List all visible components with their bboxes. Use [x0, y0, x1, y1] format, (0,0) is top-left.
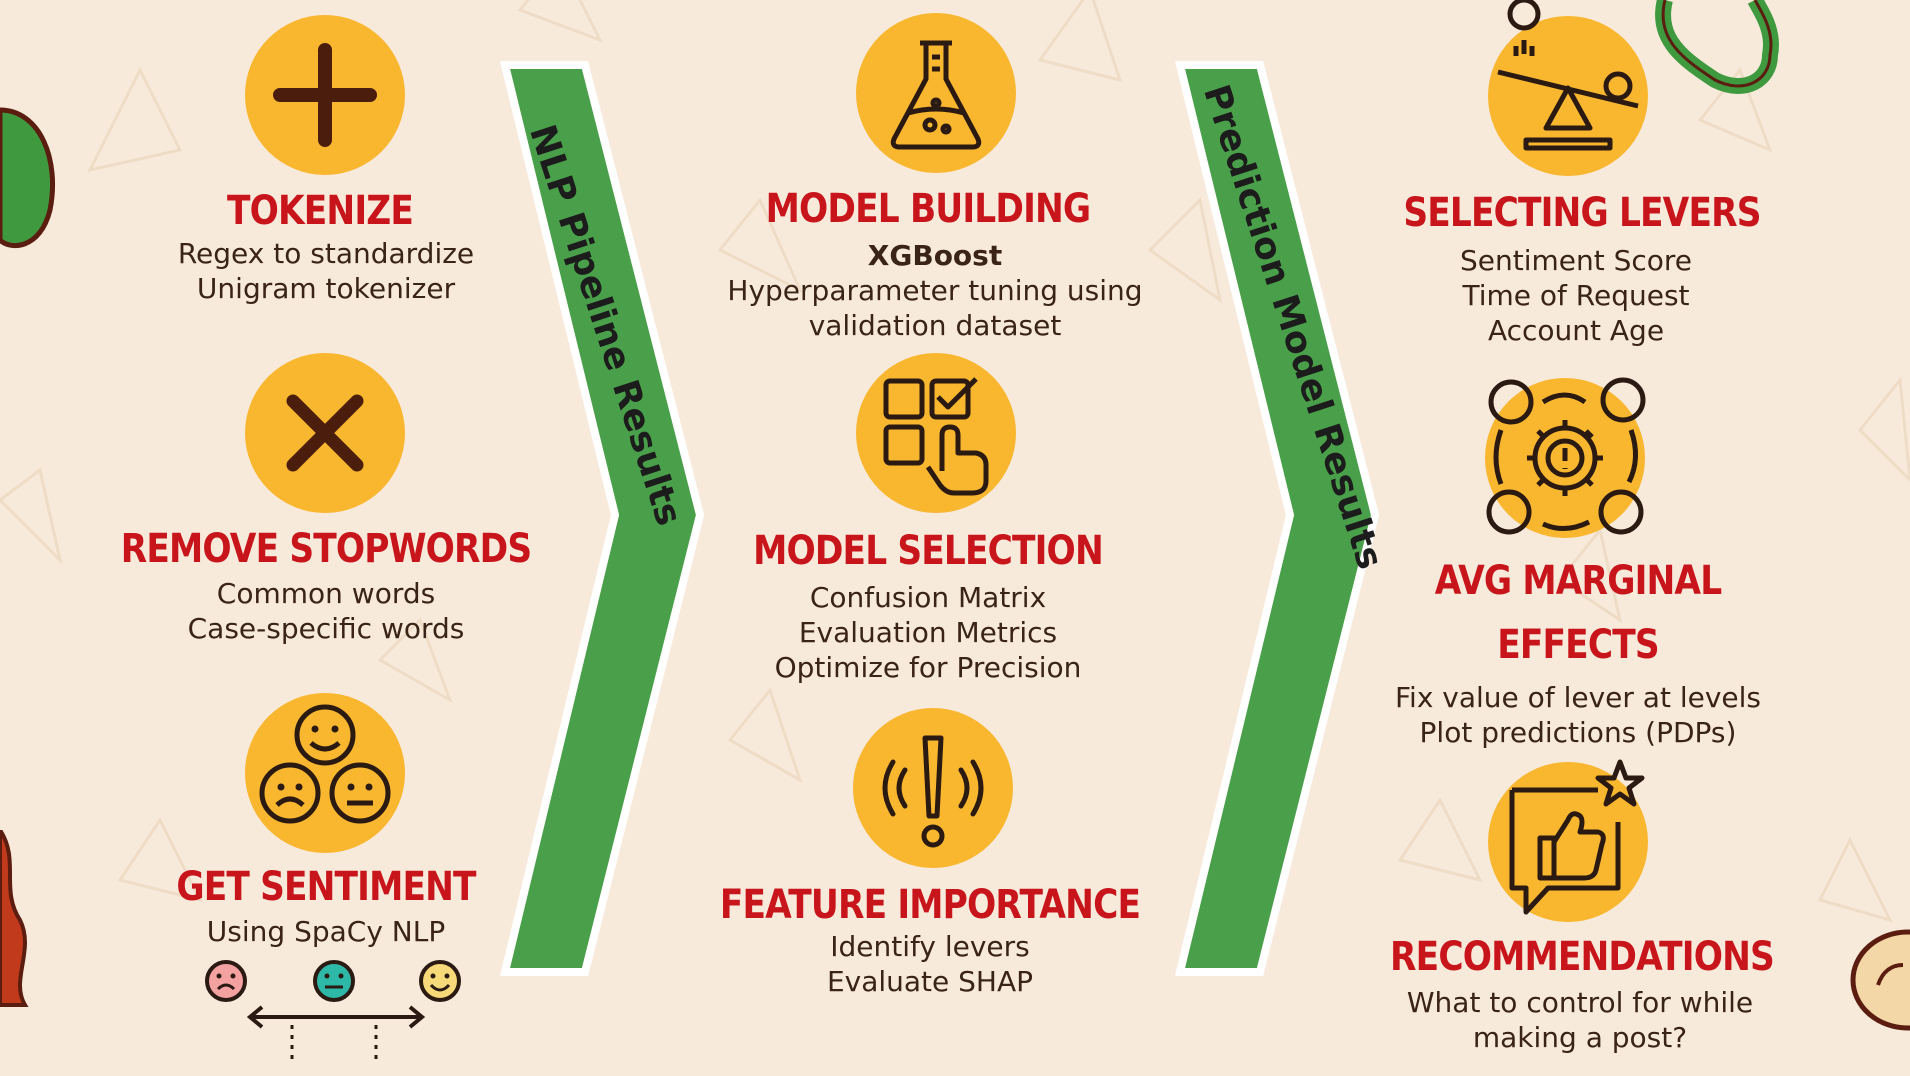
desc-line: Plot predictions (PDPs) [1419, 716, 1737, 749]
desc-line: Time of Request [1462, 279, 1690, 312]
desc-line: Using SpaCy NLP [206, 915, 446, 948]
desc-line: What to control for while [1406, 986, 1754, 1019]
desc-line: validation dataset [808, 309, 1062, 342]
desc-line: Optimize for Precision [774, 651, 1082, 684]
desc-line: Identify levers [830, 930, 1030, 963]
sentiment-scale-icon [205, 960, 461, 1060]
step-title-avg-marginal: AVG MARGINAL [1434, 558, 1722, 604]
thumbs-up-icon [1509, 759, 1645, 915]
gear-cycle-icon [1486, 377, 1646, 535]
step-desc-remove-stopwords: Common words Case-specific words [66, 576, 586, 646]
desc-line: Regex to standardize [177, 237, 475, 270]
alert-icon [882, 735, 984, 848]
recommendations-circle [1488, 759, 1648, 922]
chevron-nlp-pipeline [499, 61, 705, 976]
step-title-recommendations: RECOMMENDATIONS [1390, 934, 1775, 980]
step-desc-model-selection: Confusion Matrix Evaluation Metrics Opti… [668, 580, 1188, 685]
step-desc-model-building: XGBoost Hyperparameter tuning using vali… [675, 238, 1195, 343]
step-desc-recommendations: What to control for while making a post? [1320, 985, 1840, 1055]
selecting-levers-circle [1488, 0, 1648, 176]
desc-line: making a post? [1472, 1021, 1688, 1054]
mushroom-decoration [1850, 929, 1910, 1031]
step-title-effects: EFFECTS [1497, 622, 1659, 668]
desc-line: Confusion Matrix [809, 581, 1047, 614]
chevron-prediction-model [1174, 61, 1380, 976]
bacon-decoration [0, 830, 29, 1007]
faces-icon [259, 704, 391, 824]
desc-line: Evaluate SHAP [826, 965, 1034, 998]
seesaw-icon [1497, 0, 1639, 151]
model-building-circle [856, 13, 1016, 173]
plus-icon [273, 43, 377, 147]
desc-line: Hyperparameter tuning using [727, 274, 1143, 307]
step-title-model-building: MODEL BUILDING [765, 186, 1091, 232]
desc-line-bold: XGBoost [867, 239, 1003, 272]
sentiment-circle [245, 693, 405, 853]
step-desc-get-sentiment: Using SpaCy NLP [66, 914, 586, 949]
checklist-icon [883, 377, 989, 496]
x-icon [286, 394, 364, 472]
desc-line: Case-specific words [187, 612, 465, 645]
step-title-remove-stopwords: REMOVE STOPWORDS [120, 526, 532, 572]
step-title-model-selection: MODEL SELECTION [753, 528, 1104, 574]
step-title-get-sentiment: GET SENTIMENT [176, 864, 476, 910]
pepper-ring-decoration [1655, 0, 1779, 94]
step-title-selecting-levers: SELECTING LEVERS [1403, 190, 1761, 236]
stopwords-circle [245, 353, 405, 513]
desc-line: Common words [216, 577, 436, 610]
step-title-tokenize: TOKENIZE [226, 188, 414, 234]
desc-line: Fix value of lever at levels [1394, 681, 1761, 714]
step-desc-marginal-effects: Fix value of lever at levels Plot predic… [1318, 680, 1838, 750]
green-pepper-decoration [0, 107, 56, 248]
model-selection-circle [856, 353, 1016, 513]
desc-line: Sentiment Score [1459, 244, 1693, 277]
step-desc-feature-importance: Identify levers Evaluate SHAP [670, 929, 1190, 999]
desc-line: Unigram tokenizer [196, 272, 456, 305]
step-desc-selecting-levers: Sentiment Score Time of Request Account … [1316, 243, 1836, 348]
feature-importance-circle [853, 708, 1013, 868]
step-title-feature-importance: FEATURE IMPORTANCE [719, 882, 1141, 928]
tokenize-circle [245, 15, 405, 175]
desc-line: Evaluation Metrics [798, 616, 1058, 649]
marginal-effects-circle [1485, 377, 1646, 538]
step-desc-tokenize: Regex to standardize Unigram tokenizer [66, 236, 586, 306]
flask-icon [890, 40, 982, 150]
desc-line: Account Age [1487, 314, 1665, 347]
